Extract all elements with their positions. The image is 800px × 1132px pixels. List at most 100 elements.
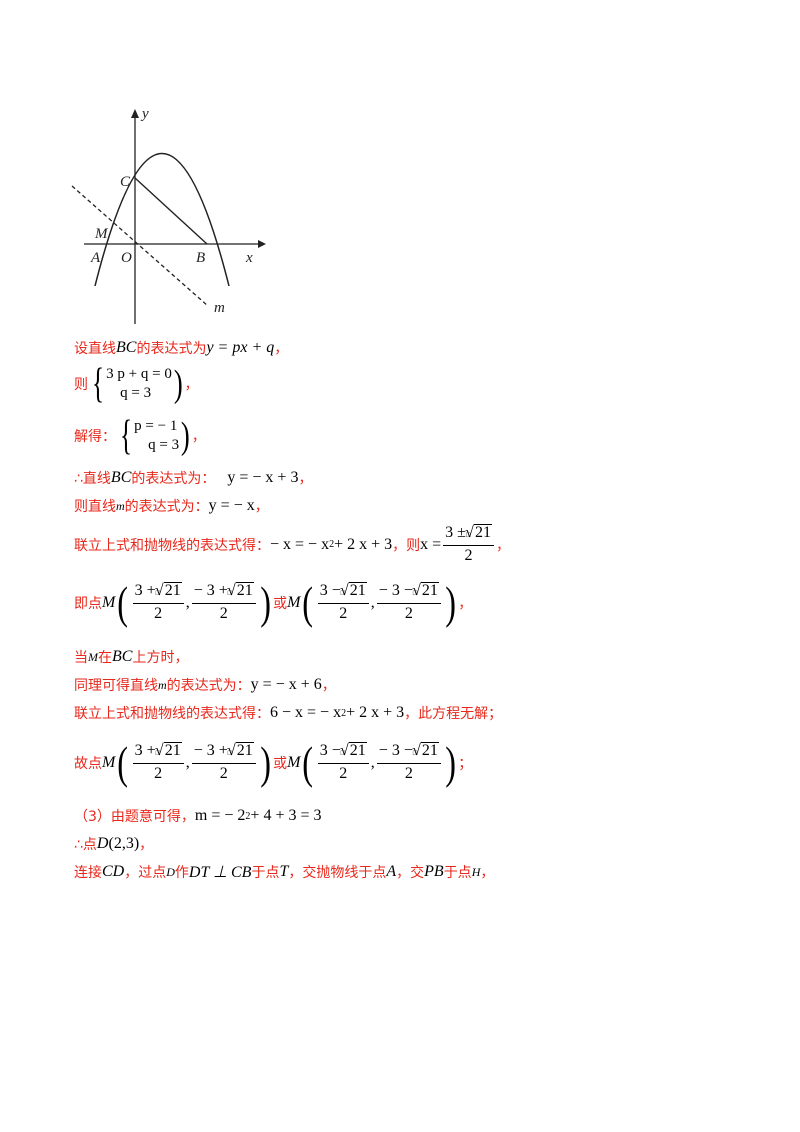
denominator: 2 [404, 605, 413, 622]
equation-right: + 2 x + 3 [346, 704, 405, 721]
math-m-point: M [102, 593, 116, 611]
text: ， [480, 865, 495, 881]
m-equation: m = − 2 [194, 807, 246, 824]
root-value: 21 [163, 582, 182, 599]
root-index: □ [340, 589, 346, 597]
comma: , [370, 593, 375, 611]
numerator-text: 3 − [319, 742, 341, 759]
left-paren: ( [117, 736, 129, 788]
text: 联立上式和抛物线的表达式得： [74, 706, 270, 722]
text: ， [254, 499, 269, 515]
math-bc-expression: y = px + q [206, 339, 275, 356]
label-m-point: M [94, 226, 109, 242]
text: ， [495, 537, 510, 554]
math-a: A [386, 863, 397, 880]
math-bc: BC [112, 648, 133, 665]
root-value: 21 [163, 742, 182, 759]
solution-line-13: ∴点 D (2,3) ， [74, 834, 153, 854]
text: 的表达式为 [136, 341, 207, 357]
root-index: □ [227, 749, 232, 757]
x-equals: x = [420, 535, 442, 553]
label-c: C [120, 174, 131, 190]
text: 在 [98, 650, 112, 666]
text: ， [458, 595, 473, 612]
math-m-line-2: y = − x + 6 [250, 676, 322, 693]
text: ， [321, 678, 336, 694]
root-index: □ [340, 749, 346, 757]
superscript: 2 [341, 707, 347, 719]
equation: 3 p + q = 0 [106, 366, 172, 382]
solution-line-3: 解得： { p = − 1 q = 3 ) ， [74, 413, 206, 459]
denominator: 2 [219, 605, 228, 622]
text: 当 [74, 650, 88, 666]
parabola-figure: y x C M A O B m [62, 96, 282, 326]
denominator: 2 [464, 547, 473, 564]
text: ，过点 [124, 865, 167, 881]
text: ， [191, 429, 206, 445]
parabola-curve [94, 153, 230, 287]
numerator-text: − 3 − [378, 582, 413, 599]
equation: p = − 1 [134, 418, 178, 434]
text: 的表达式为： [131, 471, 216, 487]
root-value: 21 [420, 742, 439, 759]
root-value: 21 [420, 582, 439, 599]
right-paren: ) [260, 576, 271, 628]
denominator: 2 [339, 765, 348, 782]
numerator-text: − 3 + [193, 742, 228, 759]
text: ， [184, 377, 199, 393]
root-value: 21 [348, 742, 367, 759]
denominator: 2 [404, 765, 413, 782]
text: 作 [174, 865, 189, 881]
text: 解得： [74, 429, 116, 445]
root-index: □ [227, 589, 232, 597]
text: ，交抛物线于点 [288, 865, 387, 881]
math-m-point: M [102, 753, 116, 771]
text: ∴直线 [74, 471, 111, 487]
right-paren: ) [181, 415, 190, 457]
text: 连接 [74, 865, 102, 881]
math-pb: PB [424, 863, 444, 880]
fraction: 3 −□√21 2 [317, 582, 369, 623]
text: 同理可得直线 [74, 678, 158, 694]
text: 即点 [74, 595, 102, 612]
text: 上方时， [132, 650, 189, 666]
superscript: 2 [245, 810, 251, 822]
math-bc-line: y = − x + 3 [227, 469, 299, 486]
root-index: □ [412, 589, 418, 597]
equation: q = 3 [120, 385, 152, 401]
root-index: □ [155, 589, 160, 597]
line-bc [134, 177, 208, 245]
text: ， [139, 837, 154, 853]
fraction: 3 ±□√21 2 [443, 524, 494, 565]
fraction: − 3 +□√21 2 [191, 582, 256, 623]
left-brace: { [120, 413, 133, 459]
root-value: 21 [235, 742, 254, 759]
left-paren: ( [302, 736, 314, 788]
math-h: H [471, 864, 481, 879]
text: ，交 [396, 865, 425, 881]
equation-system-2: p = − 1 q = 3 [134, 417, 179, 455]
math-m-point: M [287, 593, 301, 611]
math-d-coord: (2,3) [108, 835, 140, 852]
m-equation-rest: + 4 + 3 = 3 [250, 807, 322, 824]
numerator-text: − 3 − [378, 742, 413, 759]
text: 的表达式为： [166, 678, 251, 694]
x-axis-arrow [258, 240, 266, 248]
equation-left: − x = − x [270, 535, 330, 553]
text: ， [274, 341, 289, 357]
text: 或 [273, 755, 288, 772]
root-value: 21 [348, 582, 367, 599]
solution-line-2: 则 { 3 p + q = 0 q = 3 ) ， [74, 363, 199, 405]
text: ，此方程无解； [404, 706, 503, 722]
math-dt-perp: DT ⊥ CB [188, 864, 252, 881]
right-paren: ) [173, 363, 183, 405]
text: 于点 [443, 865, 472, 881]
label-m-line: m [214, 300, 225, 316]
root-index: □ [412, 749, 418, 757]
left-paren: ( [302, 576, 314, 628]
right-paren: ) [445, 736, 456, 788]
equation-left: 6 − x = − x [270, 704, 342, 721]
